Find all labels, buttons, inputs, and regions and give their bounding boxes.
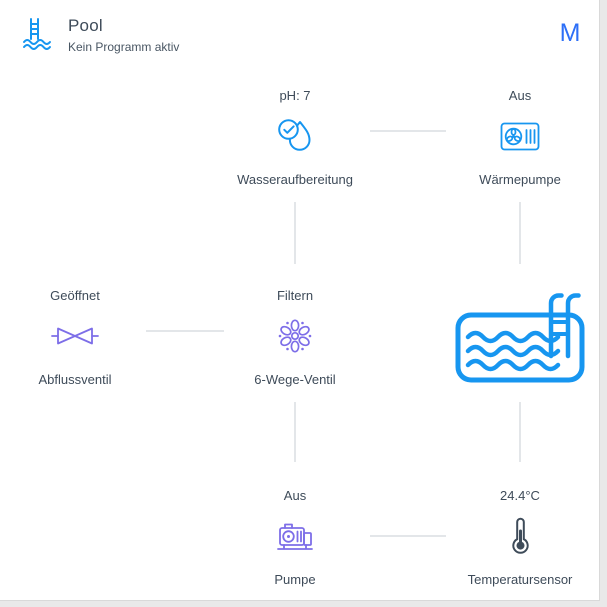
node-status: pH: 7	[279, 88, 311, 103]
node-waermepumpe[interactable]: Aus Wärmepumpe	[445, 88, 595, 187]
pool-header-icon	[18, 14, 56, 52]
six-way-valve-icon	[273, 312, 317, 360]
connector-line	[146, 330, 224, 332]
page-title: Pool	[68, 16, 103, 35]
node-status: 24.4°C	[500, 488, 540, 503]
node-temperatursensor[interactable]: 24.4°C Temperatursensor	[445, 488, 595, 587]
connector-line	[519, 202, 521, 264]
node-label: Wärmepumpe	[479, 172, 561, 187]
mode-button[interactable]: M	[559, 19, 581, 47]
status-subtitle: Kein Programm aktiv	[68, 40, 180, 54]
node-status: Aus	[283, 488, 307, 503]
node-abflussventil[interactable]: Geöffnet Abflussventil	[0, 288, 150, 387]
node-status: Geöffnet	[50, 288, 100, 303]
heat-pump-icon	[500, 112, 540, 160]
node-pumpe[interactable]: Aus Pumpe	[220, 488, 370, 587]
connector-line	[370, 535, 446, 537]
node-status: Filtern	[276, 288, 314, 303]
node-label: 6-Wege-Ventil	[254, 372, 336, 387]
node-sechswegeventil[interactable]: Filtern 6-Wege-Ventil	[220, 288, 370, 387]
node-label: Temperatursensor	[467, 572, 573, 587]
header: Pool Kein Programm aktiv M	[0, 0, 600, 64]
node-label: Abflussventil	[38, 372, 112, 387]
connector-line	[519, 402, 521, 462]
pool-icon	[454, 288, 586, 389]
pump-icon	[276, 512, 314, 560]
header-text: Pool Kein Programm aktiv	[68, 16, 179, 54]
node-wasseraufbereitung[interactable]: pH: 7 Wasseraufbereitung	[210, 88, 380, 187]
pool-card: Pool Kein Programm aktiv M pH: 7 Wassera…	[0, 0, 600, 601]
connector-line	[294, 402, 296, 462]
node-label: Pumpe	[274, 572, 316, 587]
node-pool[interactable]	[452, 290, 588, 386]
connector-line	[370, 130, 446, 132]
connector-line	[294, 202, 296, 264]
node-label: Wasseraufbereitung	[237, 172, 353, 187]
drain-valve-icon	[51, 312, 99, 360]
water-treatment-icon	[273, 112, 317, 160]
thermometer-icon	[511, 512, 530, 560]
node-status: Aus	[508, 88, 532, 103]
